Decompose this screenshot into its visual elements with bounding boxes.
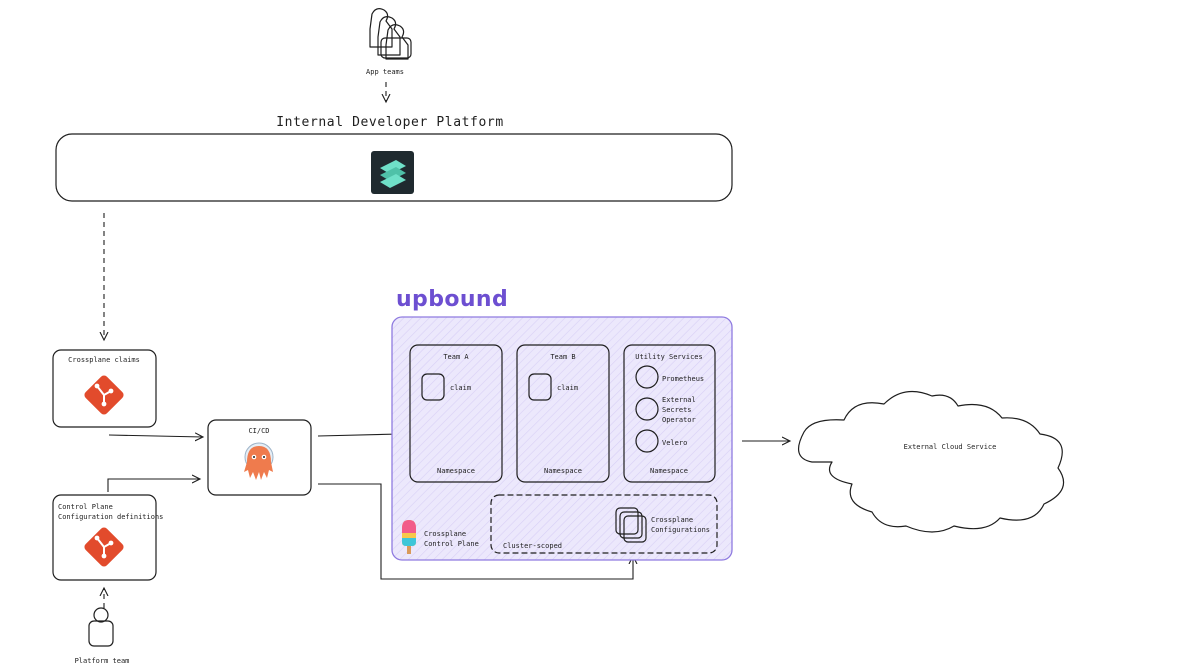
upbound-logo: upbound: [396, 287, 508, 312]
platform-title: Internal Developer Platform: [276, 115, 504, 130]
app-teams-label: App teams: [366, 68, 404, 76]
developer-platform-box[interactable]: [55, 133, 733, 202]
team-b-title: Team B: [550, 353, 575, 361]
team-a-title: Team A: [443, 353, 469, 361]
configurations-stack-icon: [615, 507, 647, 543]
team-a-claim-label: claim: [450, 384, 471, 392]
utility-footer: Namespace: [650, 467, 688, 475]
cicd-to-configurations-arrow: [318, 483, 633, 580]
team-a-footer: Namespace: [437, 467, 475, 475]
claims-to-cicd-arrow: [108, 435, 203, 437]
utility-title: Utility Services: [635, 353, 702, 361]
cluster-scoped-box[interactable]: [490, 494, 718, 554]
crossplane-popsicle-icon: [402, 520, 416, 554]
team-b-footer: Namespace: [544, 467, 582, 475]
team-a-claim-icon[interactable]: [421, 373, 445, 401]
control-plane-config-line1: Control Plane: [58, 503, 113, 511]
git-logo-icon: [84, 527, 124, 567]
cicd-label: CI/CD: [248, 427, 269, 435]
control-plane-line2: Control Plane: [424, 540, 479, 548]
people-icon: [369, 8, 412, 60]
crossplane-claims-box[interactable]: [52, 349, 157, 428]
velero-icon: [635, 429, 659, 453]
utility-service-operator: Operator: [662, 416, 696, 424]
external-cloud-shape[interactable]: [797, 390, 1065, 533]
utility-service-velero: Velero: [662, 439, 687, 447]
crossplane-claims-label: Crossplane claims: [68, 356, 140, 364]
utility-service-external: External: [662, 396, 696, 404]
configurations-line1: Crossplane: [651, 516, 693, 524]
team-a-namespace[interactable]: [409, 344, 503, 483]
team-b-claim-icon[interactable]: [528, 373, 552, 401]
configurations-line2: Configurations: [651, 526, 710, 534]
control-plane-panel[interactable]: [391, 316, 733, 561]
config-to-cicd-arrow: [107, 479, 200, 492]
utility-service-secrets: Secrets: [662, 406, 692, 414]
cluster-scoped-label: Cluster-scoped: [503, 542, 562, 550]
prometheus-icon: [635, 365, 659, 389]
control-plane-config-box[interactable]: [52, 494, 157, 581]
utility-services-namespace[interactable]: [623, 344, 716, 483]
person-icon: [88, 607, 114, 647]
utility-service-prometheus: Prometheus: [662, 375, 704, 383]
platform-team-label: Platform team: [75, 657, 130, 665]
git-logo-icon: [84, 375, 124, 415]
team-b-claim-label: claim: [557, 384, 578, 392]
external-secrets-icon: [635, 397, 659, 421]
external-cloud-label: External Cloud Service: [904, 443, 997, 451]
argo-octopus-icon: [244, 442, 274, 480]
control-plane-line1: Crossplane: [424, 530, 466, 538]
backstage-logo-icon: [371, 151, 414, 194]
control-plane-config-line2: Configuration definitions: [58, 513, 163, 521]
team-b-namespace[interactable]: [516, 344, 610, 483]
cicd-box[interactable]: [207, 419, 312, 496]
